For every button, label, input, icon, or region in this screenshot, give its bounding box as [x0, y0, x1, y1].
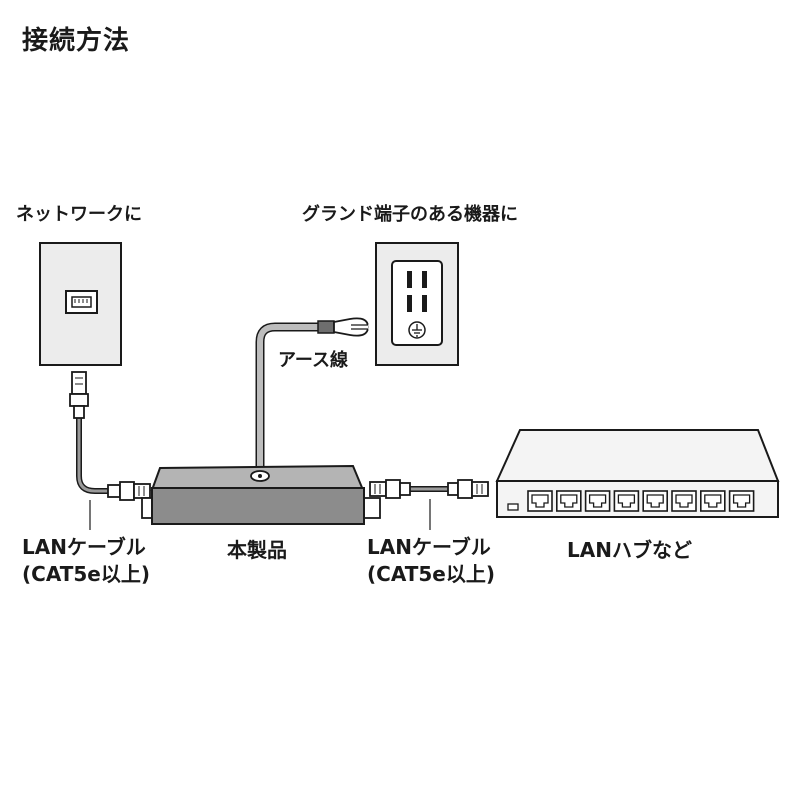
- lan-port-icon: [65, 290, 98, 314]
- hub-port-icon: [671, 490, 697, 512]
- hub-port-icon: [728, 490, 755, 512]
- cable-right-label: LANケーブル (CAT5e以上): [367, 534, 495, 588]
- rj45-plug-left-icon: [369, 479, 411, 499]
- hub-port-icon: [642, 490, 669, 512]
- page-title: 接続方法: [22, 26, 131, 56]
- lan-hub: [495, 429, 780, 518]
- rj45-plug-right-icon: [107, 481, 151, 501]
- hub-port-icon: [699, 490, 726, 512]
- hub-port-icon: [527, 490, 553, 512]
- network-label: ネットワークに: [16, 204, 142, 225]
- cable-left-label: LANケーブル (CAT5e以上): [22, 534, 150, 588]
- hub-port-icon: [555, 490, 582, 512]
- rj45-plug-top-icon: [69, 371, 89, 419]
- product-device: [141, 464, 381, 525]
- cable-right-spec: (CAT5e以上): [367, 562, 496, 586]
- hub-port-icon: [613, 490, 640, 512]
- network-wall-plate: [39, 242, 122, 366]
- hub-ports: [527, 490, 755, 512]
- earth-wire: [255, 317, 369, 473]
- hub-port-icon: [584, 490, 611, 512]
- earth-wire-label: アース線: [278, 350, 349, 371]
- lan-cable-right: [369, 479, 489, 530]
- product-label: 本製品: [227, 538, 287, 562]
- cable-right-name: LANケーブル: [367, 535, 491, 559]
- spade-terminal-icon: [317, 317, 369, 337]
- lan-cable-left: [69, 371, 151, 530]
- status-led-icon: [507, 503, 519, 511]
- cable-left-name: LANケーブル: [22, 535, 146, 559]
- hub-label: LANハブなど: [567, 538, 692, 562]
- cable-left-spec: (CAT5e以上): [22, 562, 151, 586]
- rj45-plug-hub-icon: [447, 479, 489, 499]
- ground-symbol-icon: [408, 321, 426, 339]
- ground-device-label: グランド端子のある機器に: [302, 204, 518, 225]
- grounded-outlet: [375, 242, 459, 366]
